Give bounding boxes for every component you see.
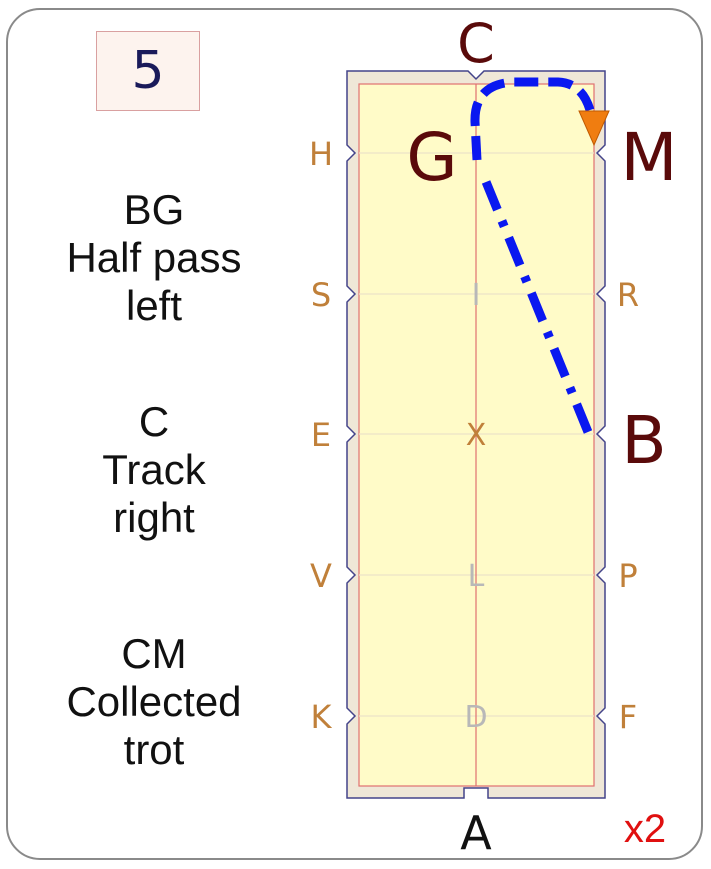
instruction-block-1: BG Half pass left (20, 186, 288, 330)
instruction-line: left (125, 282, 183, 329)
centerline-letter-d: D (464, 700, 487, 735)
instruction-block-2: C Track right (20, 398, 288, 542)
centerline-letter-x: X (466, 418, 487, 453)
highlighted-letter-m: M (621, 119, 678, 196)
instruction-line: BG (123, 186, 185, 233)
start-marker-triangle (578, 110, 610, 147)
centerline-letter-i: I (472, 278, 481, 313)
highlighted-letter-g: G (406, 119, 457, 196)
instruction-line: CM (121, 630, 187, 677)
path-track-right-g-to-m (470, 77, 595, 161)
centerline-letter-l: L (468, 559, 485, 594)
marker-letter-k: K (311, 698, 333, 736)
marker-letter-f: F (619, 698, 637, 736)
end-letter-c: C (457, 12, 495, 75)
marker-letter-p: P (618, 557, 637, 595)
marker-letter-h: H (309, 135, 333, 173)
instruction-line: Half pass (66, 234, 242, 281)
instruction-block-3: CM Collected trot (20, 630, 288, 774)
marker-letter-e: E (311, 416, 331, 454)
instruction-line: trot (123, 726, 185, 773)
instruction-line: Collected (66, 678, 242, 725)
marker-letter-r: R (617, 276, 639, 314)
instruction-line: Track (102, 446, 206, 493)
path-half-pass-b-to-g (477, 170, 593, 434)
highlighted-letter-b: B (621, 402, 666, 479)
movement-number: 5 (96, 31, 200, 111)
instruction-line: C (138, 398, 170, 445)
end-letter-a: A (460, 806, 492, 860)
marker-letter-v: V (310, 557, 332, 595)
instruction-line: right (113, 494, 195, 541)
repeat-count: x2 (624, 807, 666, 851)
marker-letter-s: S (311, 276, 331, 314)
